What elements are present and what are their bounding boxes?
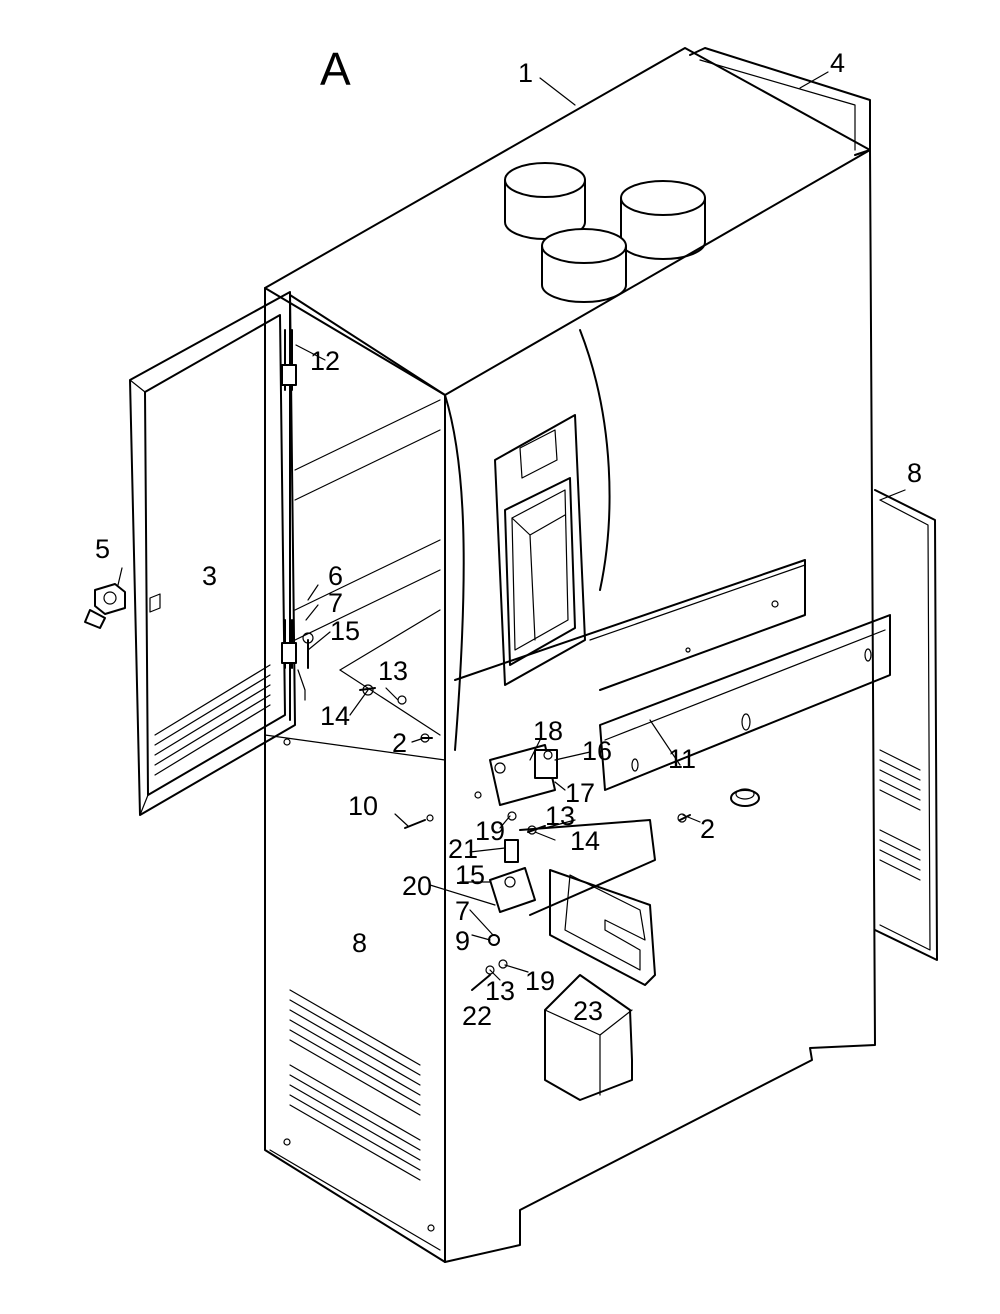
hinge-bracket	[489, 744, 558, 913]
callout-17: 17	[565, 778, 595, 808]
callout-10: 10	[348, 791, 378, 821]
callout-21: 21	[448, 834, 478, 864]
cabinet-body	[264, 47, 876, 1263]
callout-13-bottom: 13	[485, 976, 515, 1006]
round-ducts	[504, 162, 706, 303]
cabinet-door	[129, 291, 306, 816]
callout-6: 6	[328, 561, 343, 591]
callout-7-mid: 7	[455, 896, 470, 926]
callout-labels: 1 4 12 5 3 6 7 15 13 14 2 10 8 11 18 16 …	[95, 48, 922, 1031]
callout-8-right: 8	[907, 458, 922, 488]
callout-19-bottom: 19	[525, 966, 555, 996]
callout-13-mid: 13	[545, 801, 575, 831]
callout-20: 20	[402, 871, 432, 901]
callout-4: 4	[830, 48, 845, 78]
callout-16: 16	[582, 736, 612, 766]
component-box	[544, 974, 633, 1101]
callout-15-mid: 15	[455, 860, 485, 890]
top-lid	[689, 47, 871, 156]
callout-14-mid: 14	[570, 826, 600, 856]
callout-11: 11	[668, 744, 696, 774]
callout-2-right: 2	[700, 814, 715, 844]
callout-13-top: 13	[378, 656, 408, 686]
control-window	[494, 414, 586, 686]
callout-9: 9	[455, 926, 470, 956]
callout-1: 1	[518, 58, 533, 88]
side-panel-right	[874, 489, 938, 961]
callout-5: 5	[95, 534, 110, 564]
leader-lines	[117, 71, 906, 981]
lower-cabinet-vents	[289, 989, 421, 1181]
callout-2-left: 2	[392, 728, 407, 758]
callout-15-top: 15	[330, 616, 360, 646]
callout-23: 23	[573, 996, 603, 1026]
slotted-bracket	[519, 819, 656, 986]
callout-14-left: 14	[320, 701, 350, 731]
callout-3: 3	[202, 561, 217, 591]
callout-12: 12	[310, 346, 340, 376]
callout-19-top: 19	[475, 816, 505, 846]
callout-7-top: 7	[328, 588, 343, 618]
callout-18: 18	[533, 716, 563, 746]
callout-8-front: 8	[352, 928, 367, 958]
door-lock	[84, 583, 126, 629]
callout-22: 22	[462, 1001, 492, 1031]
view-letter: A	[320, 43, 351, 95]
